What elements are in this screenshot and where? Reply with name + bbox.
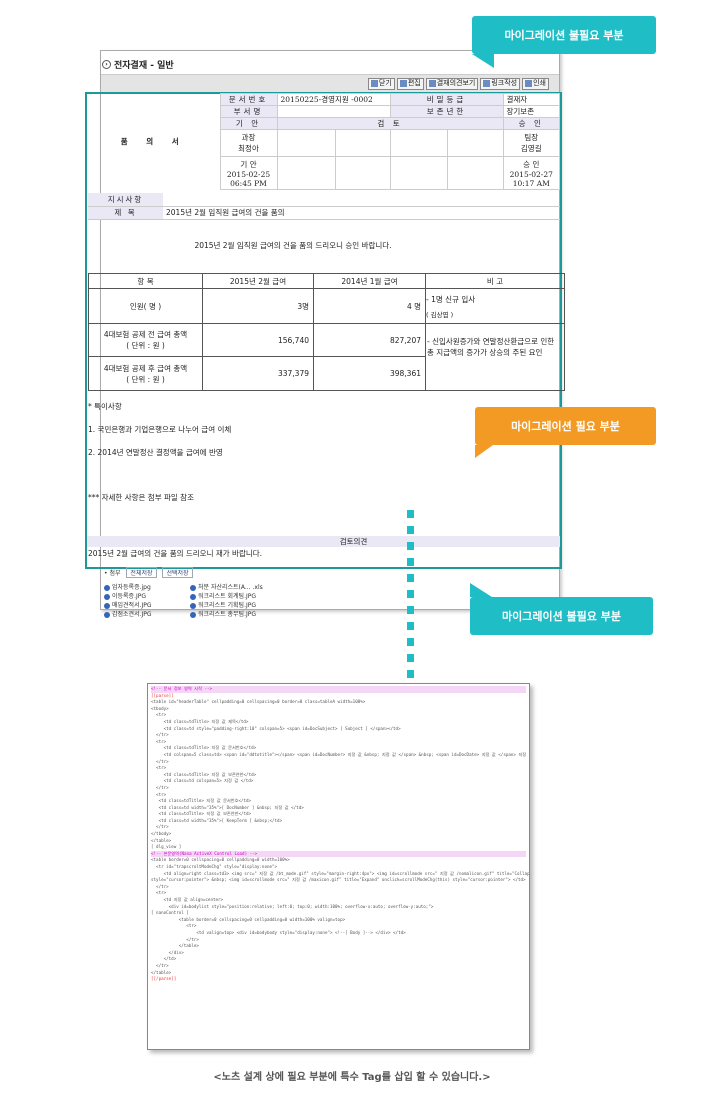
review-label: 검토의견 bbox=[87, 536, 560, 547]
code-line: </tr> bbox=[151, 732, 169, 738]
window-title: ›전자결재 - 일반 bbox=[102, 58, 174, 71]
callout-not-needed-bottom: 마이그레이션 불필요 부분 bbox=[470, 597, 653, 635]
code-line: <td colspan=5 class=td> <span id="ddtoti… bbox=[151, 751, 530, 757]
code-line: </tr> bbox=[151, 883, 169, 889]
save-selected-button[interactable]: 선택저장 bbox=[162, 567, 193, 578]
subject-text: 2015년 2월 임직원 급여의 건을 품의 bbox=[163, 206, 560, 220]
save-all-button[interactable]: 전체저장 bbox=[126, 567, 157, 578]
code-line: <td class=tdTitle> 지정 값 문서번호</td> bbox=[151, 745, 257, 751]
arrow-circle-icon: › bbox=[102, 60, 111, 69]
attachment-file[interactable]: 업자등록증.jpg bbox=[104, 582, 184, 591]
code-line: <td class=tdTitle> 지정 값 보존연한</td> bbox=[151, 771, 257, 777]
caption: <노츠 설계 상에 필요 부분에 특수 Tag를 삽입 할 수 있습니다.> bbox=[213, 1072, 491, 1083]
code-line: <!-- 본문영역(Nana ActiveX Control Load) --> bbox=[151, 850, 526, 858]
callout-needed: 마이그레이션 필요 부분 bbox=[475, 407, 656, 445]
code-line: <tr> bbox=[151, 791, 167, 797]
code-line: </tr> bbox=[151, 758, 169, 764]
code-line: <td 지정 값 align=center> bbox=[151, 897, 224, 902]
attachments: • 첨부 전체저장 선택저장 업자등록증.jpg 처분 자산리스트(A... .… bbox=[104, 567, 280, 618]
code-line: <td class=tdTitle> 지정 값 문서번호</td> bbox=[151, 798, 252, 804]
code-line: <tr> bbox=[151, 738, 167, 744]
code-line: <td class=td width="35%">[ KeepTerm ] &n… bbox=[151, 817, 283, 823]
code-line: <td class=tdTitle> 지정 값 보존연한</td> bbox=[151, 811, 252, 817]
code-screenshot: <!-- 문서 정보 영역 시작 -->[[parse]]<table id="… bbox=[147, 683, 530, 1050]
code-line: </tr> bbox=[151, 962, 169, 968]
code-line: <tbody> bbox=[151, 705, 169, 711]
code-line: <tr id="trapscroltModeChg" style="displa… bbox=[151, 864, 278, 870]
toolbar: 닫기 편집 결재의견보기 링크작성 인쇄 bbox=[101, 74, 559, 92]
attachment-file[interactable]: 처분 자산리스트(A... .xls bbox=[190, 582, 280, 591]
code-line: </tr> bbox=[151, 784, 169, 790]
code-line: </tr> bbox=[151, 824, 169, 830]
code-line: <!-- 문서 정보 영역 시작 --> bbox=[151, 686, 526, 693]
code-line: <table border=0 cellspacing=0 cellpaddin… bbox=[151, 857, 290, 863]
print-button[interactable]: 인쇄 bbox=[522, 77, 549, 90]
code-line: <td valign=top> <div id=bodybody style="… bbox=[151, 929, 406, 935]
callout-tail bbox=[470, 583, 492, 597]
code-line: <td class=td colspan=5> 지정 값 </td> bbox=[151, 778, 254, 784]
code-line: <td class=td style="padding-right:10" co… bbox=[151, 725, 401, 731]
edit-button[interactable]: 편집 bbox=[396, 77, 424, 90]
code-line: </div> bbox=[151, 949, 184, 955]
create-link-button[interactable]: 링크작성 bbox=[480, 77, 521, 90]
code-line: <td class=tdTitle> 지정 값 제목</td> bbox=[151, 718, 249, 724]
callout-tail bbox=[475, 445, 493, 458]
code-line: </table> bbox=[151, 837, 172, 843]
callout-not-needed-top: 마이그레이션 불필요 부분 bbox=[472, 16, 656, 54]
code-line: <tr> bbox=[151, 890, 167, 896]
code-line: <tr> bbox=[151, 765, 167, 771]
callout-tail bbox=[472, 54, 494, 68]
code-line: </tbody> bbox=[151, 831, 172, 837]
attachment-file[interactable]: 감점소견서.JPG bbox=[104, 609, 184, 618]
code-line: </table> bbox=[151, 969, 172, 975]
close-icon bbox=[370, 80, 378, 87]
close-button[interactable]: 닫기 bbox=[367, 77, 395, 90]
edit-icon bbox=[399, 80, 407, 87]
body-sentence: 2015년 2월 임직원 급여의 건을 품의 드리오니 승인 바랍니다. bbox=[194, 241, 392, 250]
code-line: <table border=0 cellspacing=0 cellpaddin… bbox=[151, 916, 346, 922]
code-line: </td> bbox=[151, 956, 177, 962]
code-line: <tr> bbox=[151, 923, 197, 929]
code-line: <tr> bbox=[151, 712, 167, 718]
attachment-file[interactable]: 이등록증.JPG bbox=[104, 591, 184, 600]
code-line: </tr> bbox=[151, 936, 199, 942]
code-line: <div id=bodylist style="position:relativ… bbox=[151, 903, 434, 909]
print-icon bbox=[525, 80, 533, 87]
dotted-connector bbox=[407, 510, 414, 702]
code-line: [[/parse]] bbox=[151, 976, 177, 982]
code-line: [[parse]] bbox=[151, 692, 174, 698]
document-icon bbox=[428, 80, 436, 87]
attachment-file[interactable]: 매입견적서.JPG bbox=[104, 600, 184, 609]
attachment-file[interactable]: 워크리스트 회계팀.JPG bbox=[190, 591, 280, 600]
code-line: <td align=right class=td3> <img src=" 지정… bbox=[163, 870, 530, 876]
link-icon bbox=[483, 80, 491, 87]
doc-title: 품 의 서 bbox=[120, 137, 187, 146]
code-line: <table id="headerTable" cellpadding=0 ce… bbox=[151, 699, 366, 705]
code-line: [ nanoControl ] bbox=[151, 910, 189, 916]
view-opinion-button[interactable]: 결재의견보기 bbox=[425, 77, 479, 90]
attachment-file[interactable]: 워크리스트 총무팀.JPG bbox=[190, 609, 280, 618]
code-line: [ dlg_view ] bbox=[151, 844, 182, 850]
attachment-file[interactable]: 워크리스트 기획팀.JPG bbox=[190, 600, 280, 609]
code-line: style="cursor:pointer"> &nbsp; <img id=s… bbox=[151, 877, 526, 883]
doc-number: 20150225-경영지원 -0002 bbox=[276, 93, 391, 106]
code-line: <td class=td width="35%">[ DocNumber ] &… bbox=[151, 804, 304, 810]
code-line: </table> bbox=[151, 943, 199, 949]
review-text: 2015년 2월 급여의 건을 품의 드리오니 재가 바랍니다. bbox=[88, 549, 263, 558]
